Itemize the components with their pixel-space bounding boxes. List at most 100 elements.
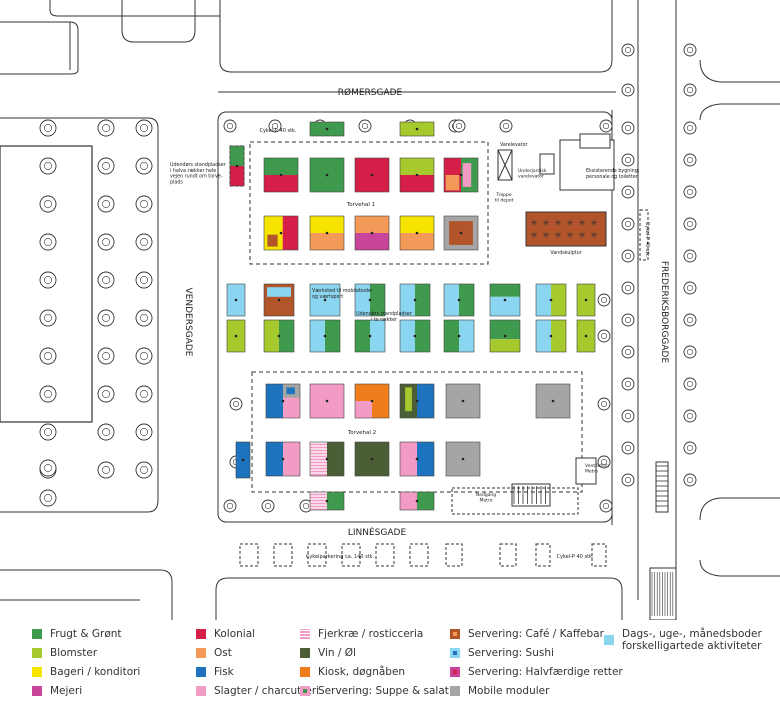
legend-swatch: [450, 686, 460, 696]
tree-trunk: [686, 284, 693, 291]
stall-border: [226, 319, 246, 353]
tree: [223, 499, 237, 513]
tree-trunk: [624, 87, 631, 94]
legend-item: Servering: Suppe & salat: [300, 685, 449, 697]
street-line: [121, 0, 196, 43]
stall-h1-g: [309, 215, 345, 251]
stall-outdoor-bottom: [226, 319, 246, 353]
plaza-area: ✳✳✳✳✳✳✳✳✳✳✳✳: [217, 111, 649, 567]
stall-segment: [282, 216, 298, 250]
tree: [621, 217, 635, 231]
stall-center: [459, 173, 463, 177]
tree-trunk: [624, 125, 631, 132]
tree-trunk: [140, 124, 148, 132]
legend-label: Bageri / konditori: [50, 666, 141, 678]
tree-trunk: [102, 162, 110, 170]
legend-item: Servering: Sushi: [450, 647, 554, 659]
sculpture-mark: ✳: [566, 219, 574, 229]
tree: [97, 157, 115, 175]
stall-border: [535, 283, 567, 317]
tree: [223, 119, 237, 133]
tree: [39, 347, 57, 365]
stall-segment: [355, 233, 389, 250]
stall-center: [584, 334, 588, 338]
tree-trunk: [102, 352, 110, 360]
stall-border: [443, 215, 479, 251]
tree: [683, 473, 697, 487]
street-name-south: LINNÉSGADE: [348, 526, 407, 538]
legend-swatch: [196, 686, 206, 696]
stall-segment: [264, 158, 298, 175]
legend-item: Ost: [196, 647, 232, 659]
tree: [683, 441, 697, 455]
ventilation-shaft: [575, 457, 597, 485]
stall-center: [549, 334, 553, 338]
tree: [135, 461, 153, 479]
stall-segment: [264, 320, 279, 352]
legend-swatch-inner: [453, 632, 457, 636]
metro-entrance: [511, 483, 551, 507]
tree: [97, 461, 115, 479]
stall-center: [323, 298, 327, 302]
bike-parking-slot: [273, 543, 293, 567]
tree-trunk: [600, 296, 607, 303]
tree-trunk: [140, 314, 148, 322]
legend-swatch-inner: [303, 689, 307, 693]
stall-segment: [417, 442, 434, 476]
tree: [229, 397, 243, 411]
stall-outdoor-bottom: [576, 319, 596, 353]
stall-segment: [370, 320, 385, 352]
tree: [135, 347, 153, 365]
tree-trunk: [624, 46, 631, 53]
stall-center: [461, 399, 465, 403]
stall-h2-k: [445, 441, 481, 477]
stall-center: [281, 399, 285, 403]
street-name-east: FREDERIKSBORGGADE: [659, 261, 669, 364]
stall-south-a: [309, 491, 345, 511]
tree: [621, 121, 635, 135]
label-hall-2: Torvehal 2: [347, 430, 376, 436]
tree: [39, 119, 57, 137]
street-line: [0, 21, 79, 75]
legend-swatch: [32, 629, 42, 639]
tree-trunk: [44, 276, 52, 284]
stall-segment: [551, 284, 566, 316]
legend-label: Servering: Sushi: [468, 647, 554, 659]
tree: [135, 423, 153, 441]
legend-item: Mejeri: [32, 685, 82, 697]
stall-segment: [310, 442, 327, 476]
stall-center: [413, 334, 417, 338]
stall-outdoor-bottom: [489, 319, 521, 353]
label-hall-1: Torvehal 1: [346, 202, 375, 208]
tree-trunk: [602, 502, 609, 509]
map-labels: RØMERSGADE VENDERSGADE FREDERIKSBORGGADE…: [170, 87, 669, 560]
stall-border: [263, 319, 295, 353]
stall-center: [277, 334, 281, 338]
label-cykel-east: Cykel-P 40 stk.: [644, 222, 650, 258]
stall-segment: [325, 320, 340, 352]
stall-center: [503, 334, 507, 338]
tree: [135, 119, 153, 137]
bike-parking-slot: [445, 543, 463, 567]
stall-border: [354, 441, 390, 477]
tree: [683, 313, 697, 327]
legend-item: Bageri / konditori: [32, 666, 140, 678]
bike-parking-slot: [499, 543, 517, 567]
street-line: [49, 0, 220, 17]
stall-h2-c: [354, 383, 390, 419]
legend-swatch: [300, 629, 310, 639]
tree: [683, 345, 697, 359]
tree-trunk: [140, 466, 148, 474]
tree: [135, 385, 153, 403]
stall-outdoor-bottom: [309, 319, 341, 353]
legend-swatch: [450, 629, 460, 639]
tree-trunk: [102, 314, 110, 322]
stall-center: [323, 334, 327, 338]
legend-label: Mejeri: [50, 685, 83, 697]
tree: [499, 119, 513, 133]
stall-border: [443, 283, 475, 317]
stall-border: [354, 319, 386, 353]
tree: [597, 293, 611, 307]
